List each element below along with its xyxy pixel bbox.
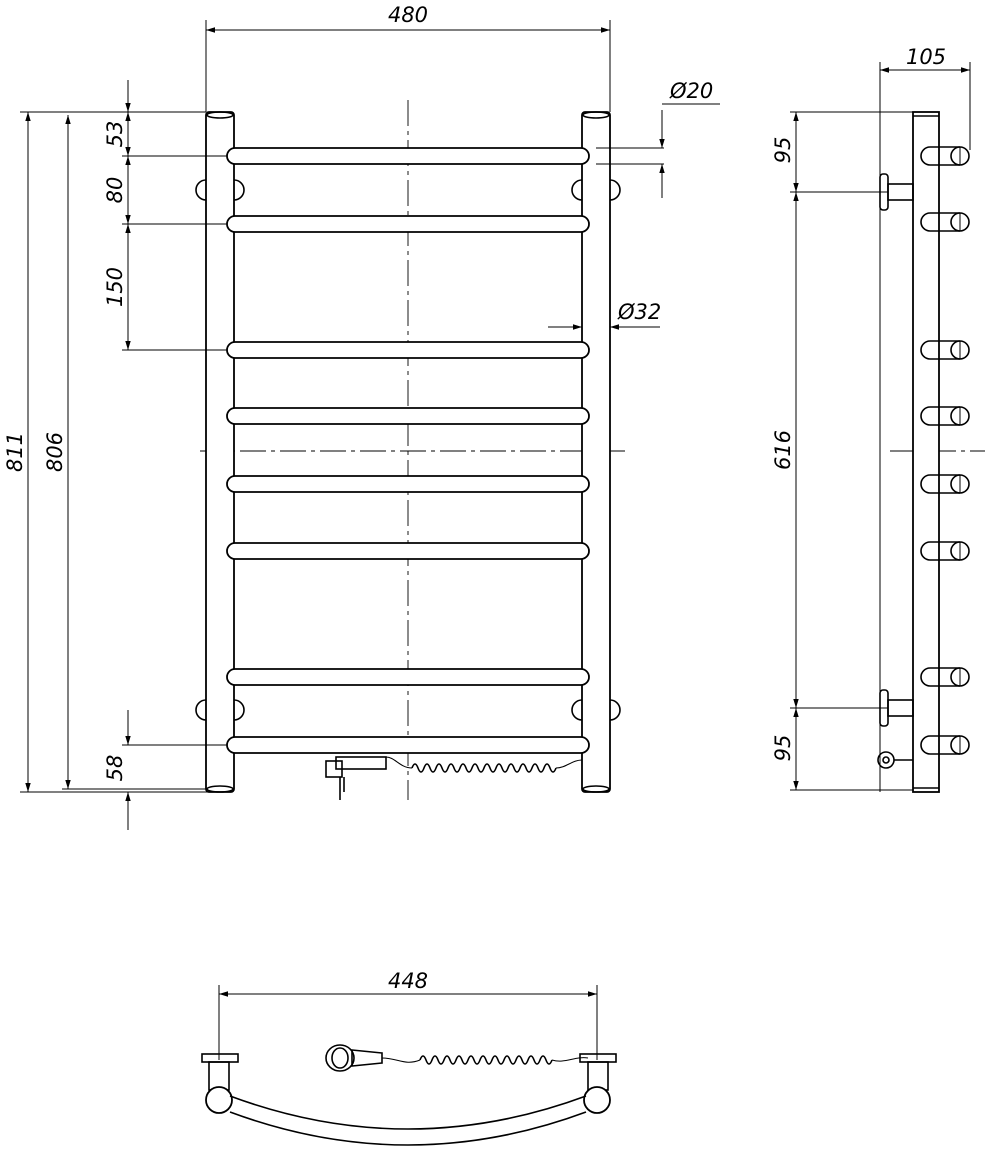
pipe-diameter-label: Ø32 bbox=[617, 300, 661, 324]
dimension-rail-diameter: Ø20 bbox=[596, 79, 720, 198]
axis-height-label: 806 bbox=[43, 432, 67, 472]
dimension-rung-chain: 53 80 150 bbox=[103, 80, 227, 351]
top-offset-label: 53 bbox=[103, 121, 127, 148]
dimension-overall-width: 480 bbox=[205, 3, 611, 112]
rung bbox=[226, 475, 590, 493]
dimension-total-height: 811 bbox=[3, 111, 220, 793]
rung bbox=[226, 668, 590, 686]
depth-label: 105 bbox=[906, 45, 946, 69]
rung bbox=[226, 542, 590, 560]
curved-rung bbox=[229, 1095, 587, 1130]
side-view: 105 95 616 95 bbox=[771, 45, 985, 793]
plug-icon bbox=[325, 756, 387, 800]
dimension-bottom-offset: 58 bbox=[103, 710, 227, 830]
rung bbox=[226, 215, 590, 233]
right-vertical-pipe bbox=[571, 111, 621, 793]
right-wall-flange bbox=[579, 1053, 617, 1114]
side-vertical-pipe bbox=[912, 111, 940, 793]
rung bbox=[226, 736, 590, 754]
dimension-wall-spacing: 448 bbox=[218, 969, 598, 1060]
rail-diameter-label: Ø20 bbox=[669, 79, 713, 103]
bottom-bracket-label: 95 bbox=[771, 735, 795, 762]
rung bbox=[226, 147, 590, 165]
total-height-label: 811 bbox=[3, 432, 27, 472]
top-bracket-label: 95 bbox=[771, 137, 795, 164]
left-vertical-pipe bbox=[195, 111, 245, 793]
heating-element-cable bbox=[325, 756, 583, 800]
dimension-depth: 105 bbox=[879, 45, 971, 792]
rung bbox=[226, 341, 590, 359]
width-label: 480 bbox=[388, 3, 428, 27]
side-rung-ends bbox=[920, 146, 970, 755]
rung bbox=[226, 407, 590, 425]
rung-spacing-1-label: 80 bbox=[103, 177, 127, 204]
top-heater-cable bbox=[325, 1044, 589, 1072]
dimension-axis-height: 806 bbox=[43, 115, 206, 790]
top-view: 448 bbox=[201, 969, 617, 1146]
bracket-spacing-label: 616 bbox=[771, 430, 795, 470]
dimension-pipe-diameter: Ø32 bbox=[548, 300, 661, 330]
top-plug-icon bbox=[325, 1044, 383, 1072]
left-wall-flange bbox=[201, 1053, 239, 1114]
side-plug-icon bbox=[877, 751, 913, 769]
dimension-bracket-chain: 95 616 95 bbox=[771, 111, 913, 791]
wall-spacing-label: 448 bbox=[388, 969, 428, 993]
front-view: 480 Ø20 Ø32 811 806 bbox=[3, 3, 720, 830]
bottom-offset-label: 58 bbox=[103, 755, 127, 782]
rung-spacing-2-label: 150 bbox=[103, 267, 127, 307]
